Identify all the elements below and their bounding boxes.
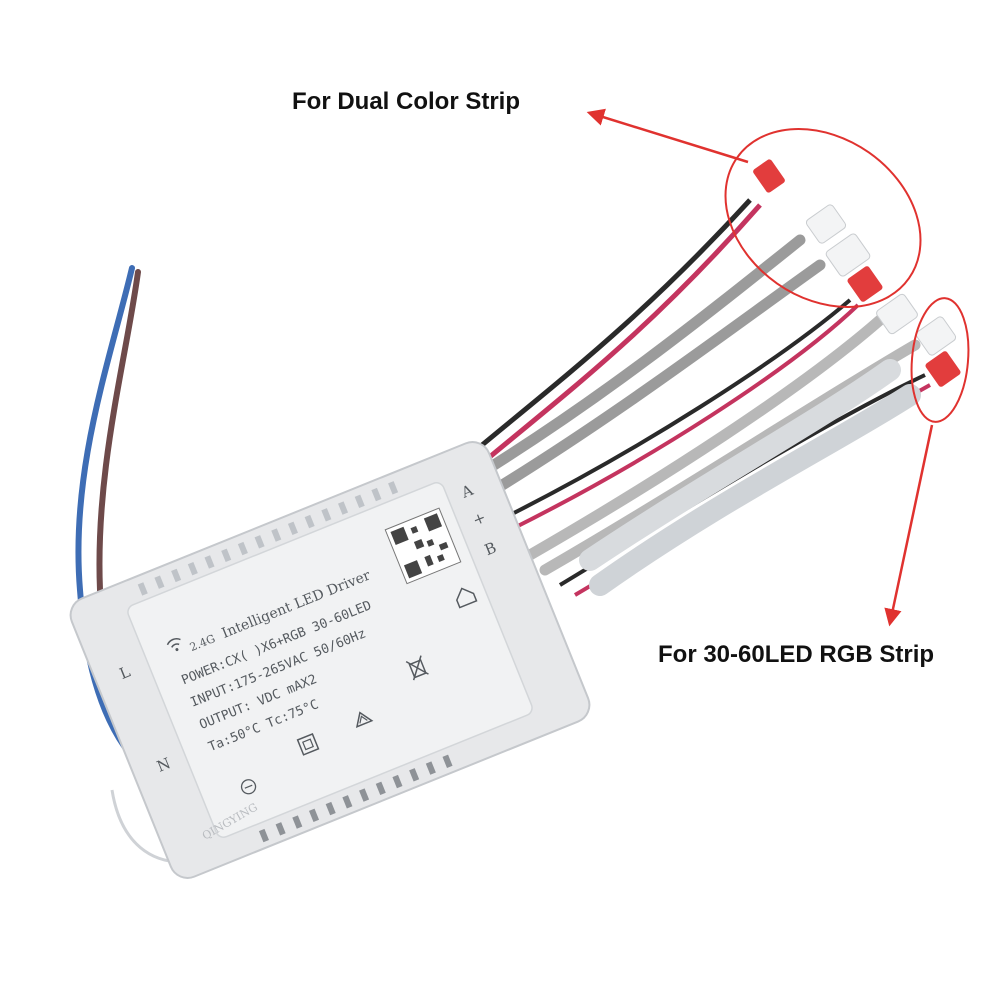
rgb-strip-arrow (884, 424, 934, 627)
crossed-bin-icon (405, 655, 429, 681)
vent-slots-bottom (258, 754, 453, 843)
terminal-n: N (154, 754, 173, 776)
terminal-plus: + (470, 508, 488, 529)
connectors (753, 159, 961, 387)
output-wires (464, 198, 931, 597)
driver-housing: 2.4G Intelligent LED Driver POWER:CX( )X… (69, 441, 591, 879)
rgb-strip-highlight (910, 297, 970, 423)
double-insulation-icon (296, 732, 320, 756)
qr-code-icon (384, 507, 462, 585)
rgb-strip-callout: For 30-60LED RGB Strip (658, 641, 935, 668)
dual-color-arrow (586, 108, 749, 164)
indoor-use-icon (455, 587, 478, 609)
recycle-icon (355, 711, 374, 728)
dual-color-callout: For Dual Color Strip (292, 88, 520, 115)
ground-symbol-icon (240, 779, 257, 795)
wifi-icon (166, 638, 181, 652)
vent-slots-top (137, 481, 399, 596)
